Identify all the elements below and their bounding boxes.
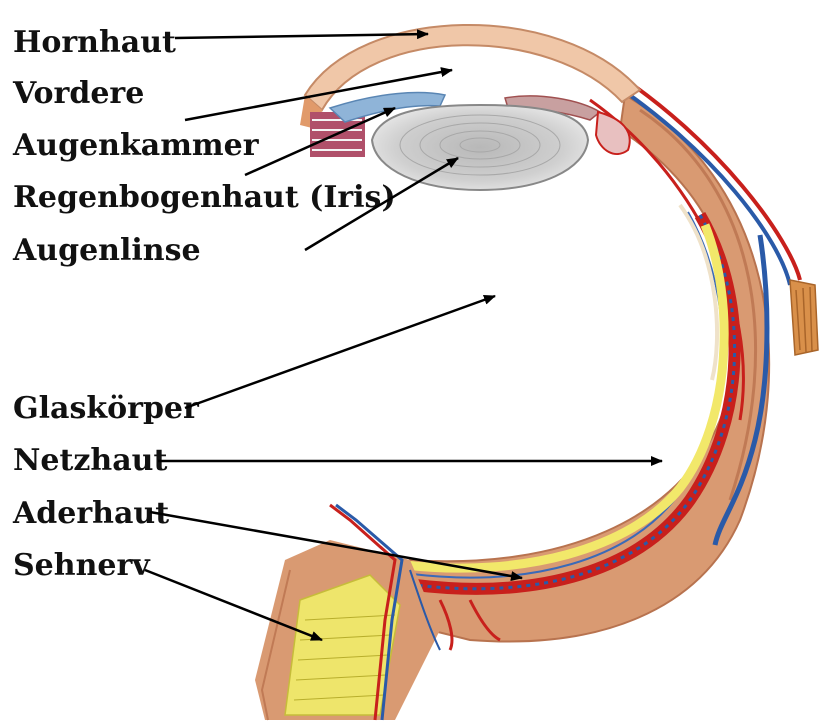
label-glaskoerper: Glaskörper [13, 391, 200, 426]
label-iris: Regenbogenhaut (Iris) [13, 180, 396, 215]
label-netzhaut: Netzhaut [13, 443, 167, 478]
eye-muscle [790, 280, 818, 355]
lens [372, 105, 588, 190]
optic-nerve [255, 505, 440, 720]
arrow-glaskoerper [185, 296, 495, 408]
label-hornhaut: Hornhaut [13, 25, 176, 60]
label-aderhaut: Aderhaut [12, 496, 169, 531]
label-augenkammer: Augenkammer [12, 128, 260, 163]
label-augenlinse: Augenlinse [12, 233, 201, 268]
label-sehnerv: Sehnerv [13, 548, 151, 583]
label-vordere: Vordere [12, 76, 144, 111]
